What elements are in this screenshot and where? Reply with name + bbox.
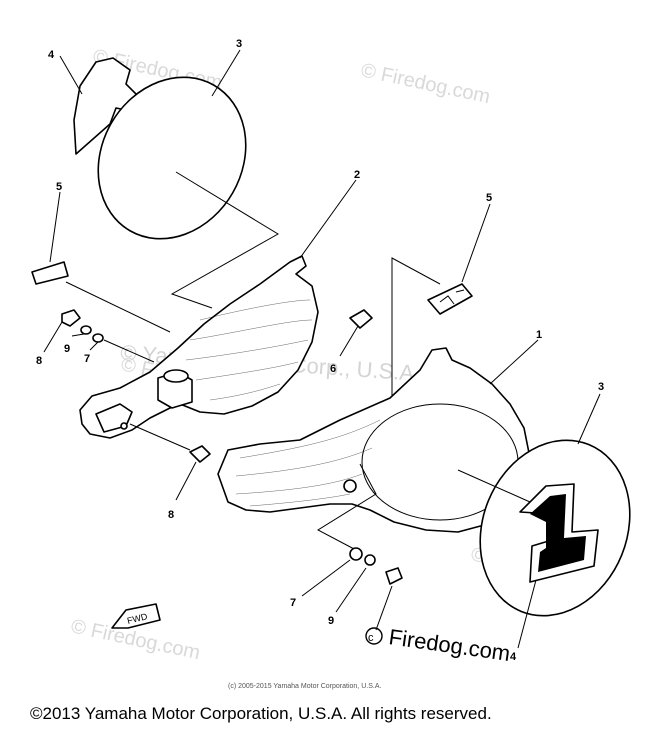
fwd-marker [111, 603, 161, 629]
svg-text:c: c [368, 632, 374, 644]
part-6-mid-fastener [349, 309, 373, 329]
part-9-right-washer [364, 554, 376, 566]
footer-copyright: ©2013 Yamaha Motor Corporation, U.S.A. A… [30, 704, 492, 723]
callout-right-3: 3 [598, 381, 604, 393]
part-8-lower-fastener [189, 445, 211, 463]
callout-right-5: 5 [486, 192, 492, 204]
brand-label: Firedog.com [387, 624, 512, 666]
callout-left-7: 7 [84, 353, 90, 365]
fwd-label: FWD [126, 611, 149, 626]
inline-copyright: (c) 2005-2015 Yamaha Motor Corporation, … [228, 683, 381, 690]
callout-left-4: 4 [48, 49, 55, 61]
part-7-left-grommet [92, 333, 104, 343]
callout-right-1: 1 [536, 329, 542, 341]
callout-left-3: 3 [236, 38, 242, 50]
firedog-brand-mark: c Firedog.com [365, 624, 512, 666]
part-9-left-washer [80, 325, 92, 335]
part-2-left-cover [79, 255, 319, 439]
part-5-left-tag [31, 261, 69, 285]
part-4-emblem-number [530, 494, 586, 572]
callout-left-8: 8 [36, 355, 42, 367]
callout-right-4: 4 [510, 651, 517, 663]
emblem-number: 1 [0, 0, 1, 1]
copyright-icon [365, 627, 383, 645]
callout-right-9: 9 [328, 615, 334, 627]
callout-lower-8: 8 [168, 509, 174, 521]
callout-left-9: 9 [64, 343, 70, 355]
watermark-top-right: © Firedog.com [359, 59, 492, 108]
part-7-right-grommet [349, 547, 363, 561]
part-8-right-bolt [385, 567, 403, 585]
callout-left-5: 5 [56, 181, 62, 193]
callout-right-7: 7 [290, 597, 296, 609]
callout-mid-2: 2 [354, 169, 360, 181]
part-3-left-disc [97, 76, 247, 240]
callout-mid-6: 6 [330, 363, 336, 375]
part-8-left-bolt [61, 309, 81, 327]
